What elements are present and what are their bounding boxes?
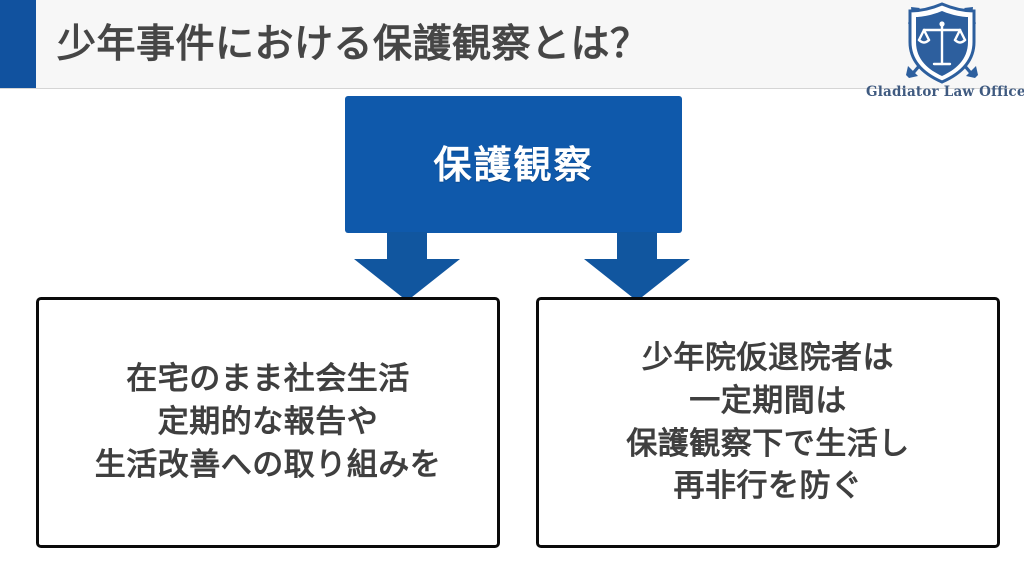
outcome-line: 生活改善への取り組みを [94,446,442,483]
outcome-line: 在宅のまま社会生活 [126,361,410,398]
outcome-box-home-social-life: 在宅のまま社会生活 定期的な報告や 生活改善への取り組みを [36,297,500,548]
outcome-line: 一定期間は [689,382,847,419]
page-title: 少年事件における保護観察とは？ [57,22,650,67]
outcome-line: 再非行を防ぐ [673,468,863,505]
arrow-to-right-box-icon [578,232,696,302]
outcome-line: 定期的な報告や [157,404,379,441]
outcome-line: 保護観察下で生活し [626,425,910,462]
arrow-to-left-box-icon [348,232,466,302]
diagram-root-node: 保護観察 [345,96,682,233]
outcome-box-juvenile-release: 少年院仮退院者は 一定期間は 保護観察下で生活し 再非行を防ぐ [536,297,1000,548]
slide-header: 少年事件における保護観察とは？ [0,0,1024,89]
header-accent-bar [0,0,36,88]
shield-scales-swords-icon [894,2,990,84]
diagram-root-label: 保護観察 [433,142,594,187]
outcome-line: 少年院仮退院者は [642,339,894,376]
logo: Gladiator Law Office [866,2,1024,106]
header-divider [0,88,1024,89]
logo-text: Gladiator Law Office [866,84,1024,100]
